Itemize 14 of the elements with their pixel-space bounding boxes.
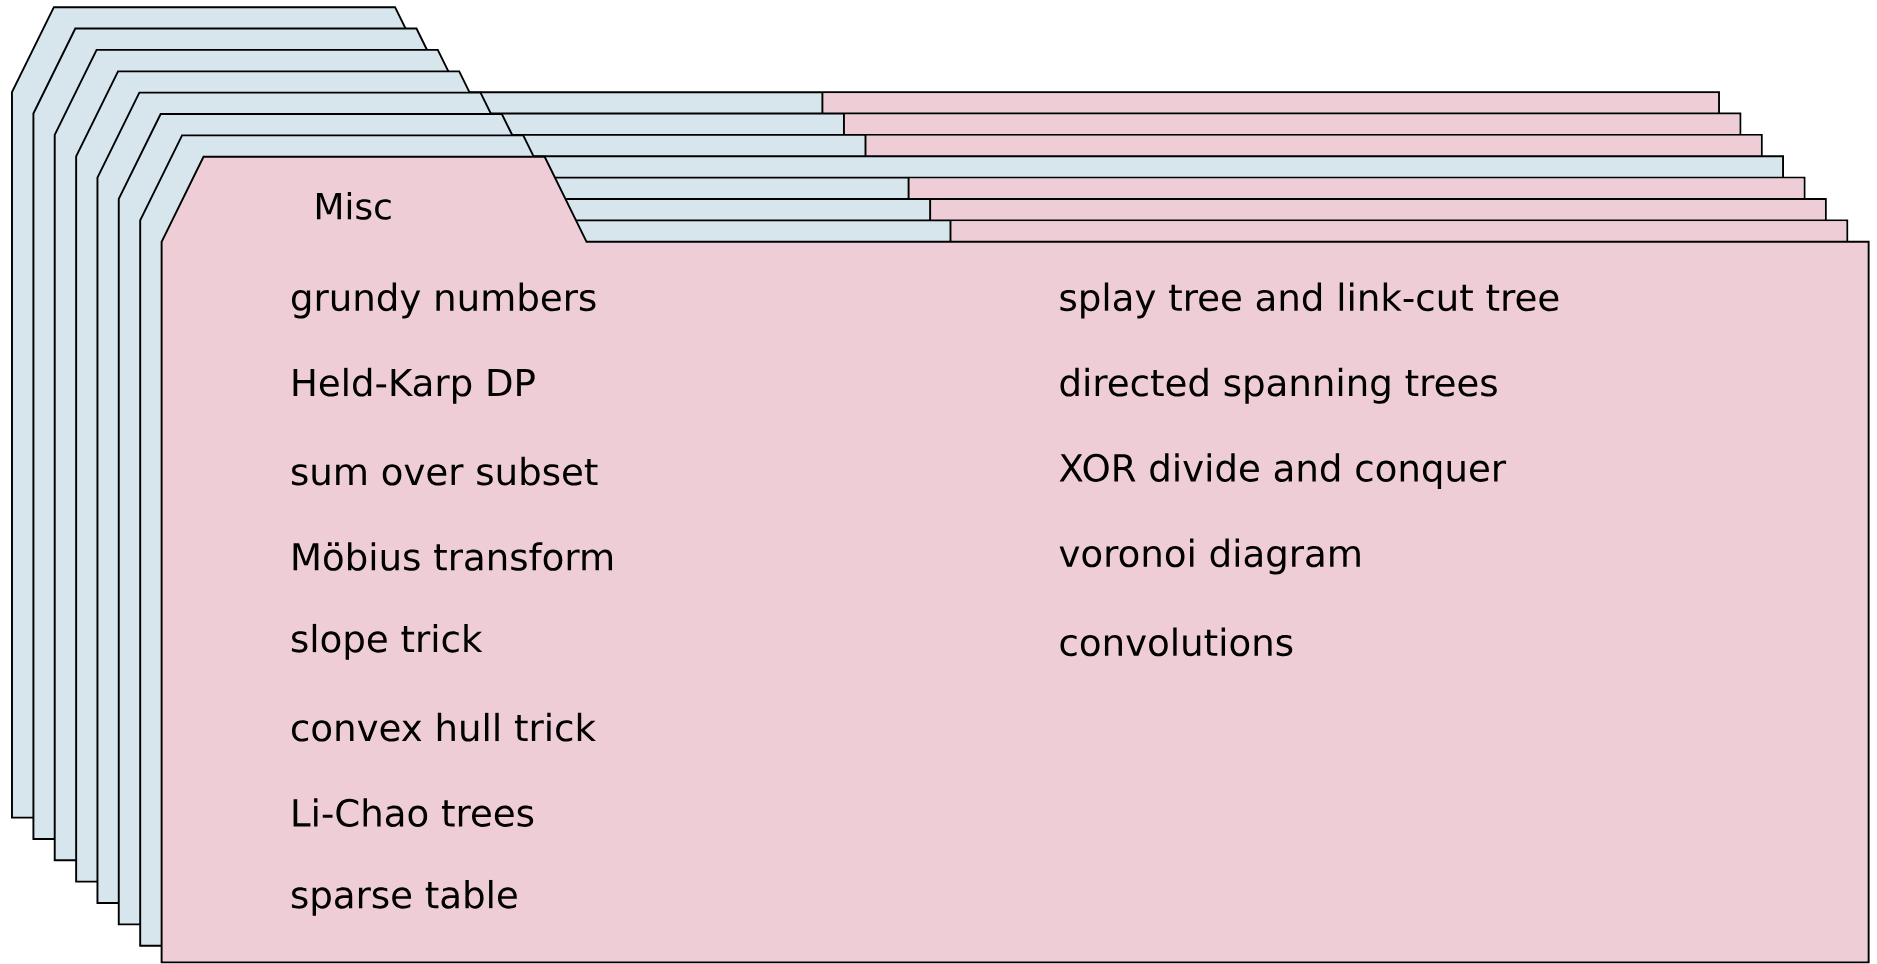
list-item: splay tree and link-cut tree [1060, 282, 1559, 319]
list-item: convolutions [1060, 627, 1293, 657]
list-item: XOR divide and conquer [1059, 453, 1507, 490]
list-item: grundy numbers [292, 282, 596, 319]
list-item: directed spanning trees [1060, 368, 1497, 404]
list-item: slope trick [291, 624, 483, 660]
tab-title: Misc [316, 192, 391, 220]
list-item: convex hull trick [292, 713, 596, 742]
list-item: sparse table [291, 880, 517, 917]
list-item: Möbius transform [293, 542, 612, 572]
list-item: sum over subset [291, 457, 598, 486]
list-item: voronoi diagram [1059, 538, 1360, 575]
list-item: Li-Chao trees [293, 798, 534, 828]
list-item: Held-Karp DP [293, 368, 535, 404]
